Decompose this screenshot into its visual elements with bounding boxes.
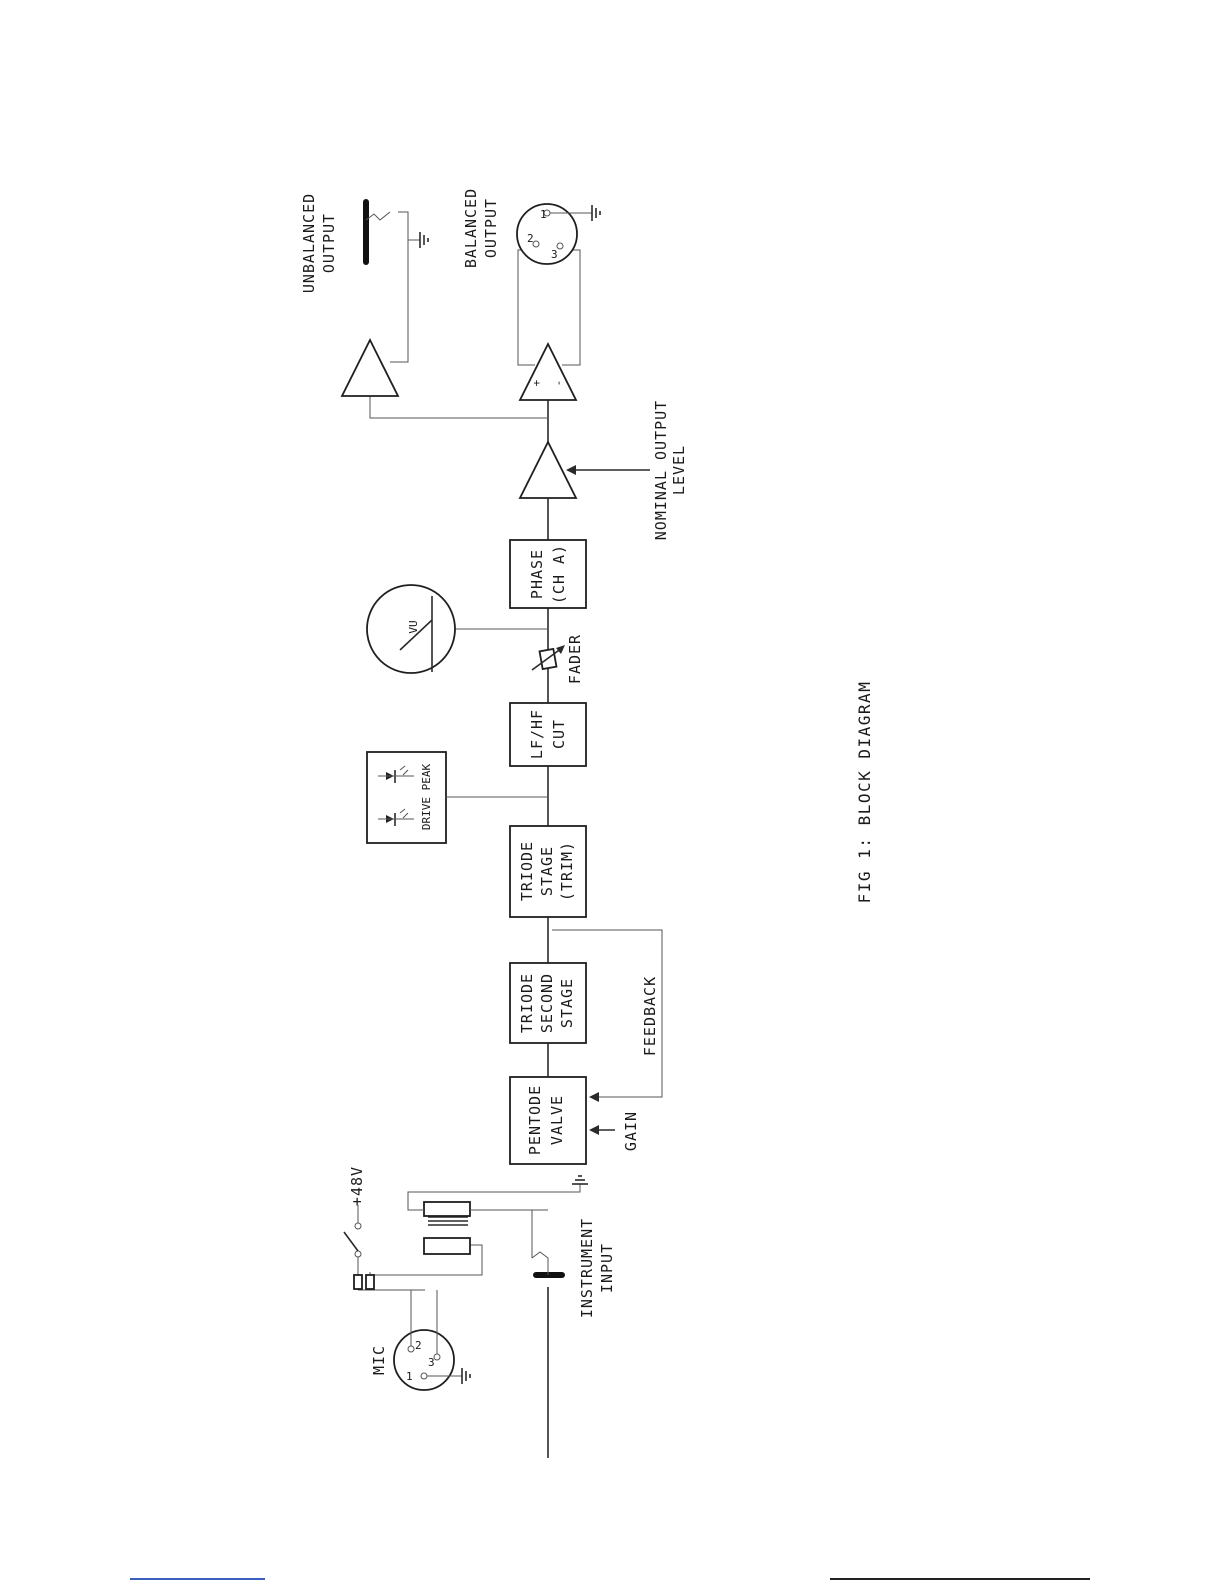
triode-second-label-2: SECOND bbox=[538, 973, 556, 1033]
phantom-power-switch: +48V bbox=[344, 1166, 374, 1289]
pentode-label-2: VALVE bbox=[548, 1095, 566, 1145]
phase-block: PHASE (CH A) bbox=[510, 540, 586, 608]
fader-label: FADER bbox=[566, 634, 584, 684]
instrument-label-1: INSTRUMENT bbox=[578, 1218, 596, 1318]
mic-pin-1: 1 bbox=[406, 1370, 413, 1383]
triode-trim-stage-block: TRIODE STAGE (TRIM) bbox=[510, 826, 586, 917]
mic-label: MIC bbox=[370, 1345, 388, 1375]
triode-second-label-3: STAGE bbox=[558, 978, 576, 1028]
triode-trim-label-2: STAGE bbox=[538, 846, 556, 896]
pentode-label-1: PENTODE bbox=[526, 1085, 544, 1155]
fader-icon: FADER bbox=[532, 634, 584, 684]
pentode-valve-block: PENTODE VALVE bbox=[510, 1077, 586, 1164]
lf-hf-label-1: LF/HF bbox=[528, 709, 546, 759]
lf-hf-label-2: CUT bbox=[550, 719, 568, 749]
phantom-label: +48V bbox=[348, 1166, 366, 1206]
mic-xlr-icon bbox=[394, 1330, 454, 1390]
mic-pin-2: 2 bbox=[415, 1339, 422, 1352]
gain-control: GAIN bbox=[589, 1111, 640, 1151]
input-transformer-secondary bbox=[424, 1202, 470, 1216]
unbalanced-label-1: UNBALANCED bbox=[300, 193, 318, 293]
instrument-input: INSTRUMENT INPUT bbox=[532, 1210, 616, 1318]
instrument-label-2: INPUT bbox=[598, 1243, 616, 1293]
balanced-pin-1: 1 bbox=[540, 208, 547, 221]
minus-label: - bbox=[552, 380, 565, 387]
bottom-rule-left bbox=[130, 1578, 265, 1580]
feedback-label: FEEDBACK bbox=[641, 976, 659, 1056]
balanced-label-1: BALANCED bbox=[462, 188, 480, 268]
triode-trim-label-3: (TRIM) bbox=[558, 841, 576, 901]
drive-peak-label: DRIVE PEAK bbox=[420, 764, 433, 831]
unbalanced-output: UNBALANCED OUTPUT bbox=[300, 193, 428, 396]
unbalanced-label-2: OUTPUT bbox=[320, 213, 338, 273]
balanced-label-2: OUTPUT bbox=[482, 198, 500, 258]
nominal-output-label-2: LEVEL bbox=[670, 445, 688, 495]
input-transformer-primary bbox=[424, 1238, 470, 1254]
plus-label: + bbox=[530, 379, 543, 386]
triode-second-label-1: TRIODE bbox=[518, 973, 536, 1033]
bottom-rule-right bbox=[830, 1578, 1090, 1580]
phase-label-2: (CH A) bbox=[550, 544, 568, 604]
mic-pin-3: 3 bbox=[428, 1356, 435, 1369]
figure-caption: FIG 1: BLOCK DIAGRAM bbox=[855, 681, 874, 904]
balanced-pin-2: 2 bbox=[527, 232, 534, 245]
triode-trim-label-1: TRIODE bbox=[518, 841, 536, 901]
lf-hf-cut-block: LF/HF CUT bbox=[510, 703, 586, 766]
balanced-output: + - 1 2 3 BALANCED OUTPUT bbox=[462, 188, 600, 400]
triode-second-stage-block: TRIODE SECOND STAGE bbox=[510, 963, 586, 1043]
phase-label-1: PHASE bbox=[528, 549, 546, 599]
vu-label: VU bbox=[407, 620, 420, 633]
gain-label: GAIN bbox=[622, 1111, 640, 1151]
nominal-output-label-1: NOMINAL OUTPUT bbox=[652, 400, 670, 540]
balanced-pin-3: 3 bbox=[551, 248, 558, 261]
nominal-output-amp: NOMINAL OUTPUT LEVEL bbox=[520, 400, 688, 540]
